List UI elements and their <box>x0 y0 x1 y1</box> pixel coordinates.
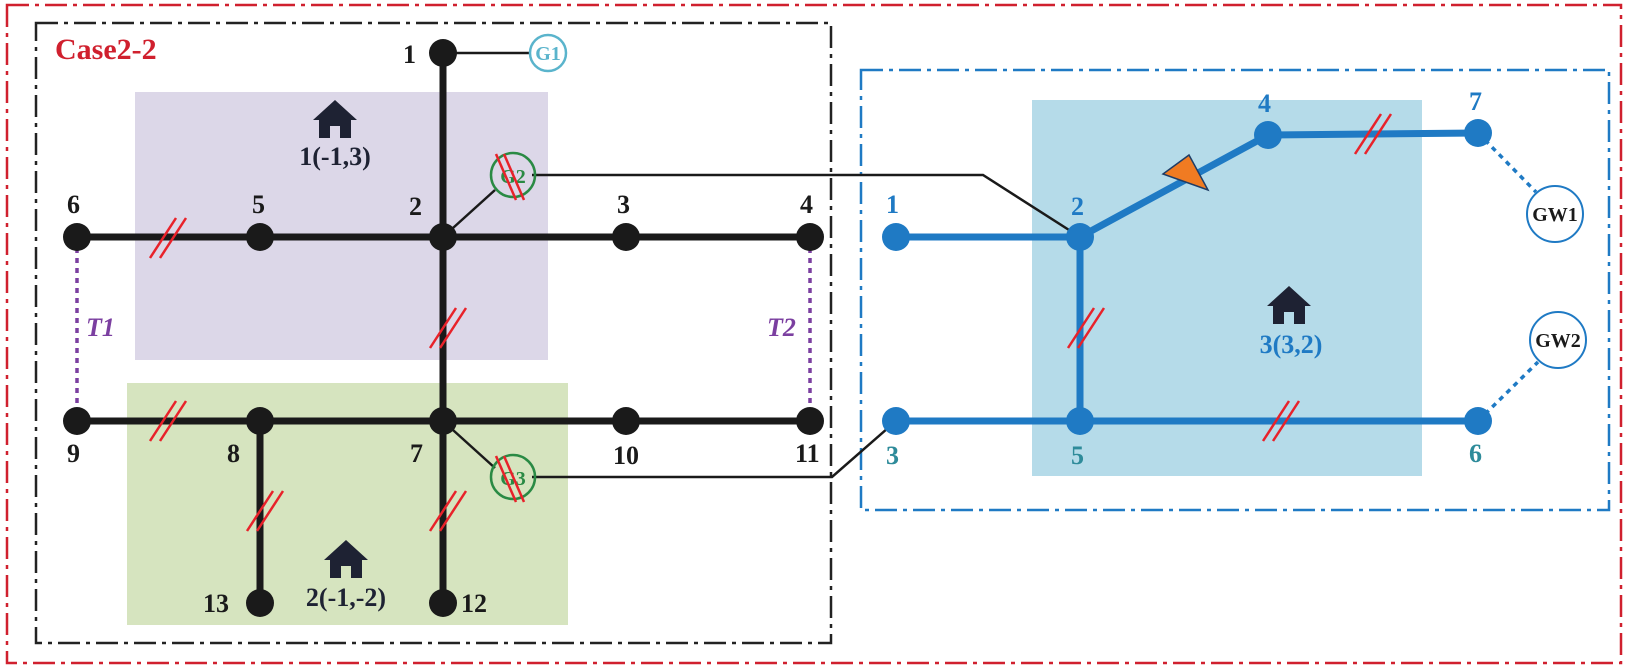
gas-node-label: 6 <box>1469 439 1482 468</box>
zone-3-area <box>1032 100 1422 476</box>
outage-mark-icon <box>494 455 518 503</box>
power-system-frame <box>34 21 833 645</box>
compressor-icon <box>1161 153 1210 192</box>
gas-node-label: 2 <box>1071 192 1084 221</box>
gas-node-1[interactable] <box>882 223 910 251</box>
gas-system-frame <box>859 68 1611 512</box>
gas-well-gw2-label: GW2 <box>1535 330 1581 352</box>
fault-mark-icon <box>428 490 468 532</box>
fault-marks <box>148 113 1393 532</box>
gas-node-label: 5 <box>1071 441 1084 470</box>
gas-node-4[interactable] <box>1254 121 1282 149</box>
gas-pipelines <box>892 129 1482 425</box>
fault-mark-icon <box>1353 113 1393 155</box>
generator-g3[interactable]: G3 <box>489 453 537 503</box>
power-bus-9[interactable] <box>63 407 91 435</box>
generator-g1[interactable]: G1 <box>528 33 568 73</box>
power-bus-label: 9 <box>67 439 80 468</box>
power-bus-labels: 1 2 3 4 5 6 7 8 9 10 11 12 13 <box>67 40 820 618</box>
power-bus-label: 1 <box>403 40 416 69</box>
case-title: Case2-2 <box>55 33 157 66</box>
power-bus-2[interactable] <box>429 223 457 251</box>
gas-node-points <box>882 119 1492 435</box>
outer-frame <box>5 3 1623 665</box>
zone-2-label: 2(-1,-2) <box>306 583 386 612</box>
generator-g1-label: G1 <box>535 43 561 65</box>
gas-node-label: 1 <box>886 190 899 219</box>
outage-mark-icon <box>502 153 526 201</box>
gw2-link <box>1476 360 1540 423</box>
fault-mark-icon <box>428 307 468 349</box>
power-bus-7[interactable] <box>429 407 457 435</box>
pipe-4-7 <box>1264 129 1482 139</box>
fault-mark-icon <box>148 400 188 442</box>
outage-mark-icon <box>494 153 518 201</box>
gas-node-3[interactable] <box>882 407 910 435</box>
fault-mark-icon <box>1261 400 1301 442</box>
gas-node-5[interactable] <box>1066 407 1094 435</box>
gas-well-gw1[interactable]: GW1 <box>1526 185 1584 243</box>
gas-well-gw2[interactable]: GW2 <box>1529 311 1587 369</box>
power-bus-label: 7 <box>410 439 423 468</box>
fault-mark-icon <box>245 490 285 532</box>
g3-gas-link <box>532 420 897 479</box>
power-bus-1[interactable] <box>429 39 457 67</box>
gas-node-label: 7 <box>1469 87 1482 116</box>
gas-node-2[interactable] <box>1066 223 1094 251</box>
power-bus-label: 2 <box>409 192 422 221</box>
power-bus-12[interactable] <box>429 589 457 617</box>
power-bus-3[interactable] <box>612 223 640 251</box>
gas-node-labels: 1 2 3 4 5 6 7 <box>886 87 1482 470</box>
power-bus-label: 12 <box>461 589 487 618</box>
gas-node-label: 4 <box>1258 89 1271 118</box>
fault-mark-icon <box>148 217 188 259</box>
power-bus-label: 5 <box>252 190 265 219</box>
fault-mark-icon <box>1066 307 1106 349</box>
gas-well-gw1-label: GW1 <box>1532 204 1578 226</box>
power-bus-label: 11 <box>795 439 820 468</box>
power-bus-label: 13 <box>203 589 229 618</box>
gas-node-7[interactable] <box>1464 119 1492 147</box>
power-bus-label: 6 <box>67 190 80 219</box>
power-bus-label: 4 <box>800 190 813 219</box>
generator-g2[interactable]: G2 <box>489 151 537 201</box>
tie-label-t1: T1 <box>86 313 115 342</box>
power-bus-label: 3 <box>617 190 630 219</box>
zone-3-label: 3(3,2) <box>1260 330 1323 359</box>
power-bus-label: 8 <box>227 439 240 468</box>
power-bus-nodes <box>63 39 824 617</box>
power-bus-4[interactable] <box>796 223 824 251</box>
g2-gas-link <box>532 173 1081 239</box>
power-bus-6[interactable] <box>63 223 91 251</box>
gas-node-6[interactable] <box>1464 407 1492 435</box>
power-bus-10[interactable] <box>612 407 640 435</box>
power-bus-11[interactable] <box>796 407 824 435</box>
power-bus-5[interactable] <box>246 223 274 251</box>
power-bus-13[interactable] <box>246 589 274 617</box>
zone-1-label: 1(-1,3) <box>299 142 370 171</box>
power-bus-label: 10 <box>613 441 639 470</box>
tie-label-t2: T2 <box>767 313 796 342</box>
power-bus-8[interactable] <box>246 407 274 435</box>
pipe-2-4 <box>1076 131 1272 241</box>
outage-mark-icon <box>502 455 526 503</box>
gas-node-label: 3 <box>886 441 899 470</box>
